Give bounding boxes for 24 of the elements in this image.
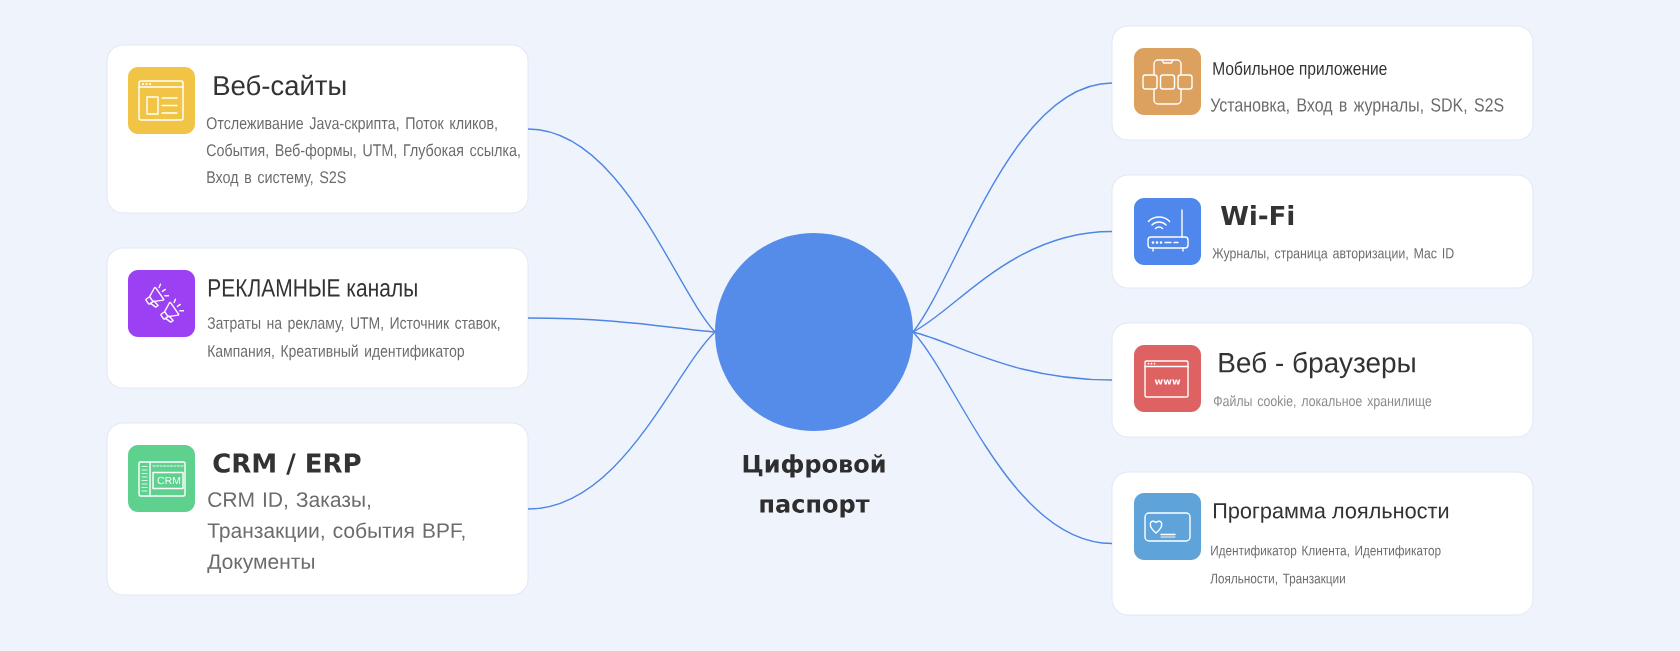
card-title: РЕКЛАМНЫЕ каналы — [208, 279, 417, 297]
icon-text: www — [1154, 379, 1181, 385]
card-title: Мобильное приложение — [1213, 61, 1387, 79]
hub-label: Цифровой паспорт — [743, 454, 885, 518]
connector-line — [912, 82, 1113, 333]
card-description: Отслеживание Java-скрипта, Поток кликов, События, Веб-формы, UTM, Глубокая ссылка, Вход в систему, S2S — [206, 117, 520, 187]
connector-line — [527, 317, 716, 333]
card-title: Wi-Fi — [1221, 205, 1294, 225]
card-description: CRM ID, Заказы, Транзакции, события BPF, Документы — [207, 492, 465, 574]
connector-line — [912, 331, 1113, 381]
card-title: Веб-сайты — [214, 74, 346, 96]
card-description: Затраты на рекламу, UTM, Источник ставок, Кампания, Креативный идентификатор — [207, 317, 500, 361]
card-title: CRM / ERP — [213, 453, 361, 475]
card-description: Файлы cookie, локальное хранилище — [1213, 395, 1432, 410]
card-description: Журналы, страница авторизации, Mac ID — [1212, 248, 1454, 262]
connector-line — [912, 230, 1113, 333]
connector-line — [527, 331, 716, 510]
card-description: Установка, Вход в журналы, SDK, S2S — [1210, 98, 1504, 116]
card-title: Веб - браузеры — [1219, 351, 1415, 379]
card-title: Программа лояльности — [1214, 503, 1449, 523]
icon-text: CRM — [157, 476, 181, 485]
card-description: Идентификатор Клиента, Идентификатор Лояльности, Транзакции — [1210, 545, 1441, 587]
connector-line — [912, 331, 1113, 545]
connector-line — [527, 128, 716, 333]
